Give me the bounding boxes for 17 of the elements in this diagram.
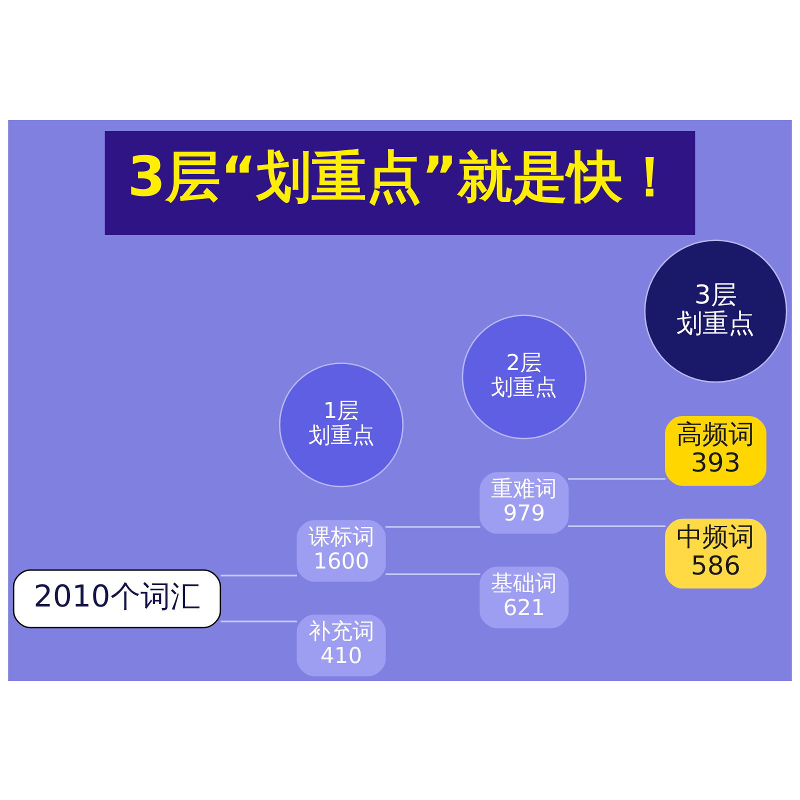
node-box: 中频词 586 [665,518,766,588]
node-box: 重难词 979 [480,472,569,534]
connector [220,574,297,576]
connector [386,526,480,528]
node-box: 补充词 410 [296,614,386,676]
diagram-title: 3层“划重点”就是快！ [127,144,678,208]
connector [220,620,297,622]
node-circle: 2层 划重点 [462,314,586,439]
node-box: 2010个词汇 [12,568,222,628]
node-circle: 3层 划重点 [644,239,788,382]
connector [386,572,480,574]
node-box: 高频词 393 [665,416,766,486]
node-box: 课标词 1600 [296,520,386,582]
connector [568,524,666,527]
connector [568,478,666,480]
node-box: 基础词 621 [480,566,569,628]
node-circle: 1层 划重点 [278,362,404,487]
